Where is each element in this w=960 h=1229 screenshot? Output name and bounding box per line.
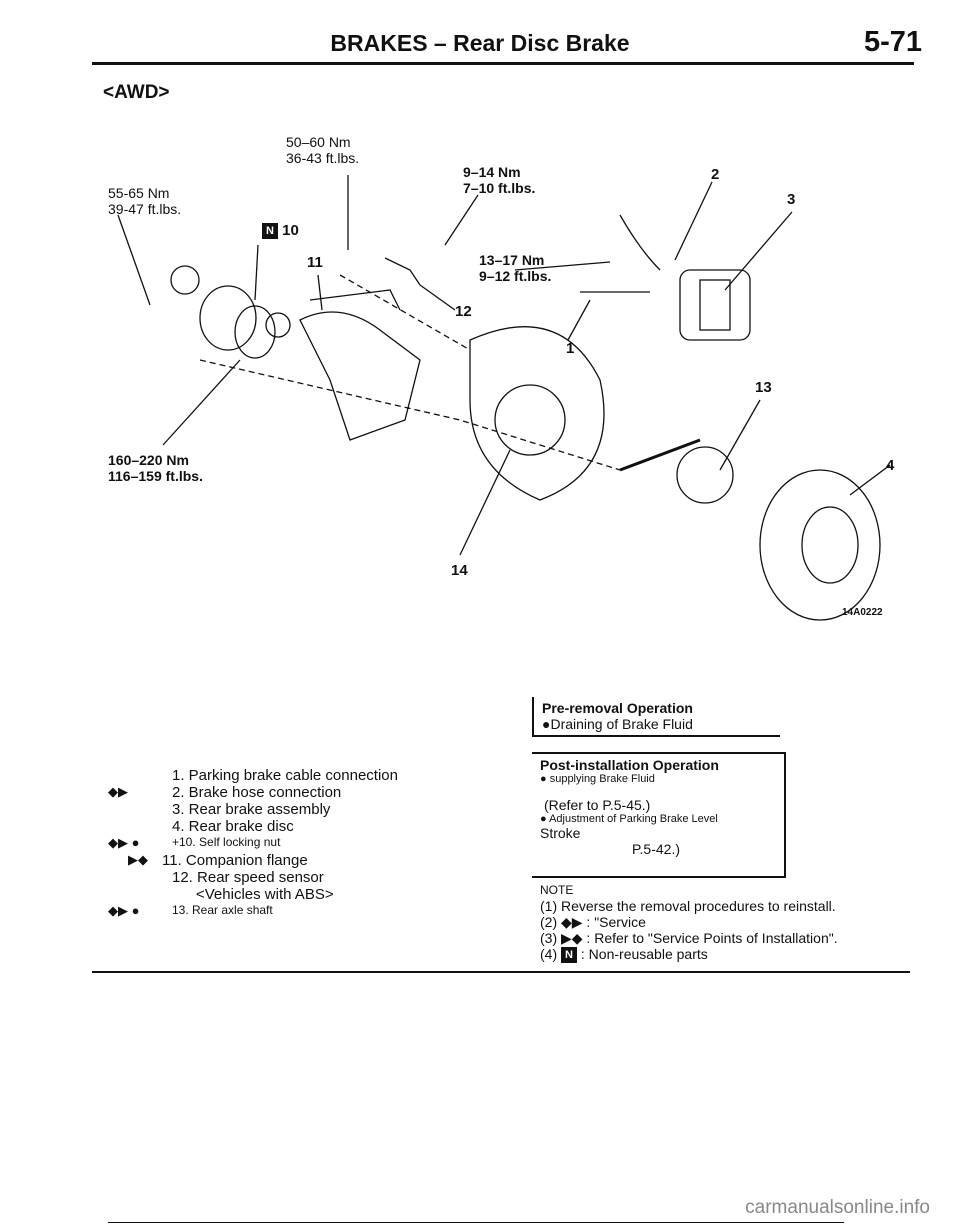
rear-axle-shaft bbox=[619, 438, 701, 472]
speed-sensor bbox=[384, 257, 421, 286]
callout-13: 13 bbox=[755, 379, 772, 396]
list-item: <Vehicles with ABS> bbox=[196, 886, 334, 903]
post-installation-box: Post-installation Operation ● supplying … bbox=[532, 752, 786, 878]
brake-hose bbox=[619, 214, 661, 271]
header-divider bbox=[92, 62, 914, 65]
leader-line bbox=[419, 284, 456, 311]
torque-spec: 160–220 Nm 116–159 ft.lbs. bbox=[108, 452, 203, 484]
pre-removal-box: Pre-removal Operation ●Draining of Brake… bbox=[532, 697, 780, 737]
non-reusable-icon: N bbox=[561, 947, 578, 964]
list-item: ◆▶2. Brake hose connection bbox=[108, 784, 342, 801]
leader-line bbox=[117, 214, 151, 306]
list-item: ▶◆11. Companion flange bbox=[128, 852, 308, 869]
list-item: ◆▶ ●+10. Self locking nut bbox=[108, 835, 281, 850]
non-reusable-icon: N bbox=[262, 223, 278, 240]
variant-label: <AWD> bbox=[103, 82, 170, 103]
footer-divider bbox=[108, 1222, 844, 1223]
watermark: carmanualsonline.info bbox=[745, 1197, 930, 1218]
leader-line bbox=[162, 359, 241, 446]
ball-joint bbox=[170, 265, 200, 295]
leader-line bbox=[567, 299, 591, 341]
list-item: ● supplying Brake Fluid bbox=[540, 773, 655, 785]
leader-line bbox=[317, 274, 323, 311]
callout-11: 11 bbox=[307, 254, 323, 271]
leader-line bbox=[254, 244, 259, 301]
torque-spec: 13–17 Nm 9–12 ft.lbs. bbox=[479, 252, 552, 284]
dust-shield bbox=[469, 326, 605, 501]
hub-housing bbox=[199, 285, 257, 351]
list-item: ● Adjustment of Parking Brake Level bbox=[540, 813, 718, 825]
callout-14: 14 bbox=[451, 562, 468, 579]
list-item: ◆▶ ●13. Rear axle shaft bbox=[108, 903, 273, 918]
torque-spec: 50–60 Nm 36-43 ft.lbs. bbox=[286, 134, 360, 166]
knuckle bbox=[299, 311, 421, 441]
callout-1: 1 bbox=[566, 340, 575, 357]
leader-line bbox=[849, 464, 891, 496]
leader-line bbox=[514, 261, 611, 271]
callout-3: 3 bbox=[787, 191, 796, 208]
page-number: 5-71 bbox=[863, 26, 922, 58]
list-item: 1. Parking brake cable connection bbox=[172, 767, 398, 784]
torque-spec: 9–14 Nm 7–10 ft.lbs. bbox=[463, 164, 536, 196]
note-block: NOTE (1) Reverse the removal procedures … bbox=[540, 883, 838, 964]
figure-reference-code: 14A0222 bbox=[842, 607, 883, 618]
leader-line bbox=[459, 449, 511, 556]
axle-hub bbox=[676, 446, 734, 504]
callout-10: N 10 bbox=[262, 222, 299, 240]
callout-4: 4 bbox=[886, 457, 895, 474]
leader-line bbox=[724, 211, 793, 291]
companion-flange bbox=[265, 312, 291, 338]
leader-line bbox=[719, 399, 761, 471]
leader-line bbox=[674, 181, 713, 261]
parts-list: 1. Parking brake cable connection ◆▶2. B… bbox=[108, 767, 418, 920]
brake-disc bbox=[759, 469, 881, 621]
callout-12: 12 bbox=[455, 303, 472, 320]
list-item: 12. Rear speed sensor bbox=[172, 869, 324, 886]
list-item: 3. Rear brake assembly bbox=[172, 801, 331, 818]
torque-spec: 55-65 Nm 39-47 ft.lbs. bbox=[108, 185, 182, 217]
exploded-view-diagram bbox=[117, 175, 891, 621]
brake-caliper bbox=[679, 269, 751, 341]
leader-line bbox=[444, 194, 479, 246]
page-title: BRAKES – Rear Disc Brake bbox=[330, 30, 630, 56]
content-divider bbox=[92, 971, 910, 973]
list-item: 4. Rear brake disc bbox=[172, 818, 294, 835]
callout-2: 2 bbox=[711, 166, 720, 183]
